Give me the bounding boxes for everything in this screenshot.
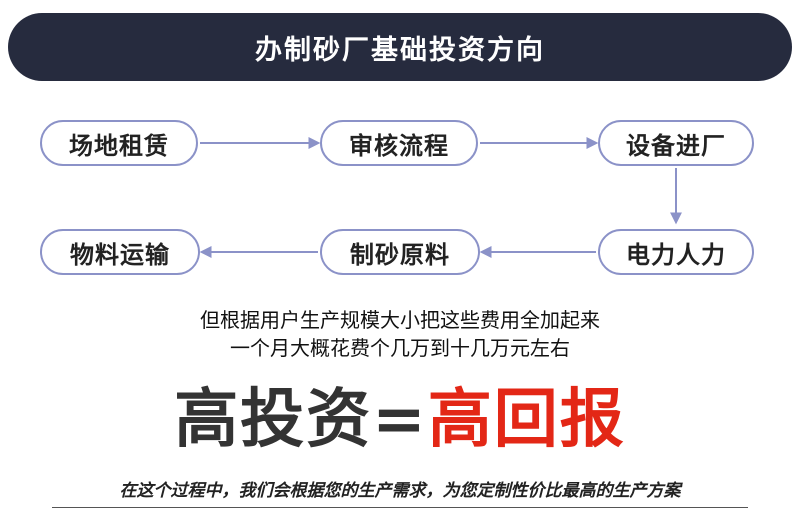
flow-node-material-transport: 物料运输 <box>40 229 200 275</box>
flow-node-label: 物料运输 <box>70 240 170 269</box>
page-title: 办制砂厂基础投资方向 <box>255 34 545 66</box>
flow-node-approval-process: 审核流程 <box>320 120 478 166</box>
slogan-right: 高回报 <box>427 383 626 457</box>
flow-node-label: 设备进厂 <box>626 131 726 160</box>
flow-node-label: 制砂原料 <box>350 240 450 269</box>
flow-node-sand-materials: 制砂原料 <box>320 229 480 275</box>
flow-node-label: 审核流程 <box>349 131 449 160</box>
description-line-1: 但根据用户生产规模大小把这些费用全加起来 <box>200 308 600 332</box>
flow-node-label: 场地租赁 <box>69 131 169 160</box>
footer-note: 在这个过程中，我们会根据您的生产需求，为您定制性价比最高的生产方案 <box>52 476 748 508</box>
description-line-2: 一个月大概花费个几万到十几万元左右 <box>230 336 570 360</box>
slogan: 高投资=高回报 <box>0 380 800 460</box>
title-banner: 办制砂厂基础投资方向 <box>8 13 792 81</box>
slogan-left: 高投资= <box>174 383 428 457</box>
flow-node-site-rental: 场地租赁 <box>40 120 198 166</box>
flow-node-label: 电力人力 <box>626 240 726 269</box>
flow-node-equipment-entry: 设备进厂 <box>598 120 754 166</box>
flow-node-power-labor: 电力人力 <box>598 229 754 275</box>
